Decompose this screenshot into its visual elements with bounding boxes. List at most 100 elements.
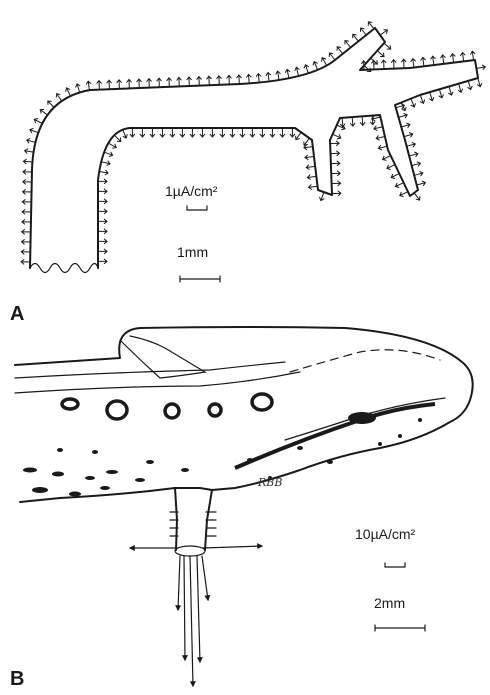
current-vector-tick	[220, 128, 225, 137]
current-vector-tick	[380, 30, 387, 35]
current-vector-tick	[240, 128, 245, 137]
current-vector-tick	[340, 118, 345, 127]
stump-end	[175, 546, 205, 556]
current-vector-tick	[477, 78, 482, 87]
current-vector-tick	[309, 185, 318, 190]
current-vector-tick	[56, 94, 61, 102]
current-vector-tick	[404, 133, 413, 138]
current-vector-tick	[147, 79, 152, 88]
current-vector-tick	[230, 128, 235, 137]
current-vector-tick	[374, 126, 383, 131]
length-scale-a-label: 1mm	[177, 244, 208, 260]
current-vector-tick	[377, 51, 384, 57]
current-vector-tick	[407, 142, 416, 147]
current-vector-tick	[360, 116, 365, 125]
current-vector-tick	[22, 199, 31, 204]
current-vector-tick	[441, 55, 446, 64]
current-vector-tick	[180, 128, 185, 137]
current-vector-tick	[330, 141, 339, 146]
current-vector-tick	[381, 60, 386, 69]
current-vector-tick	[40, 109, 47, 115]
current-vector-tick	[98, 189, 107, 194]
current-vector-tick	[140, 128, 145, 137]
current-vector-tick	[157, 78, 162, 87]
current-vector-tick	[304, 138, 310, 145]
current-vector-tick	[23, 169, 32, 174]
current-vector-tick	[331, 161, 340, 166]
current-vector-tick	[207, 76, 212, 85]
current-vector-tick	[412, 162, 421, 167]
current-vector-tick	[399, 113, 408, 118]
current-vector-tick	[246, 74, 251, 83]
current-vector-tick	[250, 128, 255, 137]
current-vector-tick	[350, 117, 355, 126]
current-vector-tick	[372, 116, 381, 121]
current-vector-tick	[332, 181, 341, 186]
current-scale-b-bar	[385, 563, 405, 567]
current-vectors	[21, 22, 485, 265]
current-vector-tick	[290, 128, 295, 137]
current-vector-tick	[227, 75, 232, 84]
current-vector-tick	[237, 75, 242, 84]
current-vector-tick	[23, 189, 32, 194]
current-vector-tick	[99, 170, 108, 175]
current-vector-tick	[396, 183, 404, 188]
length-scale-b-bar	[375, 625, 425, 631]
panel-b-label: B	[10, 668, 24, 690]
current-vector-tick	[414, 193, 420, 200]
current-vector-tick	[22, 219, 31, 224]
limb-stump	[175, 488, 212, 550]
small-dots	[23, 418, 422, 497]
current-vector-tick	[34, 119, 42, 124]
current-vector-tick	[107, 80, 112, 89]
current-vector-tick	[322, 58, 327, 66]
current-vector-tick	[295, 67, 300, 76]
panel-a: A 1µA/cm² 1mm	[10, 22, 485, 325]
amputation-plane	[30, 264, 98, 273]
current-vector-tick	[170, 128, 175, 137]
current-vector-tick	[22, 239, 31, 244]
current-vector-tick	[98, 179, 107, 184]
current-vector-tick	[411, 99, 416, 107]
current-vector-tick	[304, 65, 309, 74]
current-vector-tick	[101, 161, 110, 166]
current-vector-tick	[470, 51, 475, 60]
head-dash-line	[290, 350, 440, 372]
current-vector-tick	[160, 128, 165, 137]
spots	[62, 394, 272, 419]
current-vector-tick	[368, 22, 374, 29]
current-vector-tick	[353, 34, 359, 41]
current-vector-tick	[270, 128, 275, 137]
current-vector-tick	[401, 123, 410, 128]
current-vector-tick	[23, 159, 32, 164]
current-vector-tick	[296, 132, 302, 139]
current-vector-tick	[177, 77, 182, 86]
current-vector-tick	[306, 165, 315, 170]
length-scale-a-bar	[180, 276, 220, 282]
current-vector-tick	[76, 84, 81, 93]
current-vector-tick	[86, 81, 91, 90]
current-vector-tick	[276, 71, 281, 80]
current-vector-tick	[331, 151, 340, 156]
current-vector-tick	[468, 81, 473, 90]
current-vector-tick	[421, 57, 426, 66]
current-vector-tick	[108, 143, 116, 148]
current-vector-tick	[190, 128, 195, 137]
back-line	[15, 362, 285, 378]
current-vector-tick	[384, 43, 391, 49]
current-vector-tick	[21, 249, 30, 254]
current-vector-tick	[98, 239, 107, 244]
current-vector-tick	[458, 84, 463, 93]
salamander-outline	[15, 327, 473, 502]
current-vector-tick	[98, 259, 107, 264]
current-scale-a-label: 1µA/cm²	[165, 183, 218, 199]
current-vector-tick	[313, 62, 318, 70]
current-vector-tick	[123, 130, 128, 138]
current-vector-tick	[98, 249, 107, 254]
current-vector-tick	[401, 59, 406, 68]
current-vector-tick	[66, 88, 71, 96]
current-vector-tick	[97, 81, 102, 90]
current-vector-tick	[130, 128, 135, 137]
current-vector-tick	[387, 165, 395, 170]
